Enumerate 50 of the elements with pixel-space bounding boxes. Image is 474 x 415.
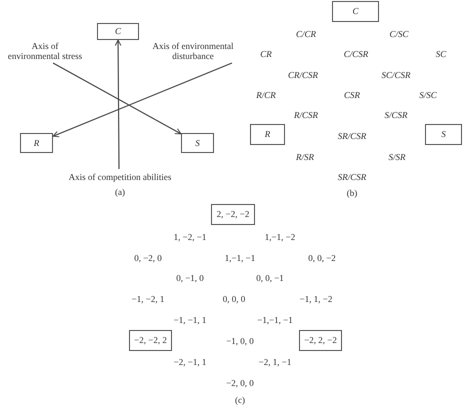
panel-label: (a) — [115, 187, 125, 197]
vector-label: −2, 0, 0 — [226, 378, 254, 388]
vector-label: 0, 0, 0 — [222, 294, 246, 304]
strategy-label: R/CR — [256, 90, 276, 100]
strategy-label: C/CR — [296, 29, 316, 39]
strategy-label: CSR — [344, 90, 360, 100]
axis-label: Axis of environmental stress — [5, 40, 85, 62]
vector-label: −1,−1, −1 — [257, 315, 293, 325]
strategy-box: C — [332, 1, 379, 22]
vector-label: −1, 1, −2 — [300, 294, 332, 304]
axis-arrow — [52, 62, 182, 134]
vector-box: −2, −2, 2 — [129, 330, 172, 351]
axis-name-box: S — [181, 133, 214, 153]
strategy-label: S/CSR — [384, 110, 408, 120]
strategy-label: C/CSR — [344, 49, 368, 59]
vector-label: 0, −2, 0 — [134, 253, 162, 263]
vector-label: −1, 0, 0 — [226, 336, 254, 346]
strategy-label: SC — [436, 49, 446, 59]
axis-label: Axis of competition abilities — [68, 170, 172, 184]
strategy-box: S — [425, 124, 462, 145]
vector-label: 0, 0, −1 — [256, 273, 284, 283]
vector-label: −2, −1, 1 — [174, 357, 206, 367]
strategy-label: R/SR — [296, 152, 314, 162]
strategy-label: C/SC — [390, 29, 408, 39]
vector-label: −1, −2, 1 — [132, 294, 164, 304]
strategy-label: R/CSR — [294, 110, 318, 120]
axis-label: Axis of environmental disturbance — [143, 40, 243, 62]
vector-label: 1, −2, −1 — [174, 232, 206, 242]
axis-name-box: C — [97, 23, 139, 40]
vector-label: 0, 0, −2 — [308, 253, 336, 263]
vector-label: 0, −1, 0 — [176, 273, 204, 283]
strategy-label: CR/CSR — [288, 70, 318, 80]
vector-box: −2, 2, −2 — [299, 330, 342, 351]
panel-label: (b) — [346, 188, 358, 198]
strategy-label: SC/CSR — [382, 70, 410, 80]
axis-arrow — [52, 62, 232, 138]
axis-name-box: R — [20, 133, 53, 153]
strategy-label: SR/CSR — [338, 131, 366, 141]
vector-label: 1,−1, −1 — [224, 253, 256, 263]
strategy-label: CR — [260, 49, 272, 59]
strategy-label: S/SC — [419, 90, 437, 100]
vector-box: 2, −2, −2 — [211, 204, 255, 225]
panel-label: (c) — [235, 395, 245, 405]
vector-label: −1, −1, 1 — [174, 315, 206, 325]
vector-label: 1,−1, −2 — [264, 232, 296, 242]
strategy-box: R — [250, 124, 285, 145]
vector-label: −2, 1, −1 — [258, 357, 292, 367]
axis-arrow — [114, 40, 122, 169]
strategy-label: S/SR — [388, 152, 406, 162]
strategy-label: SR/CSR — [338, 172, 366, 182]
